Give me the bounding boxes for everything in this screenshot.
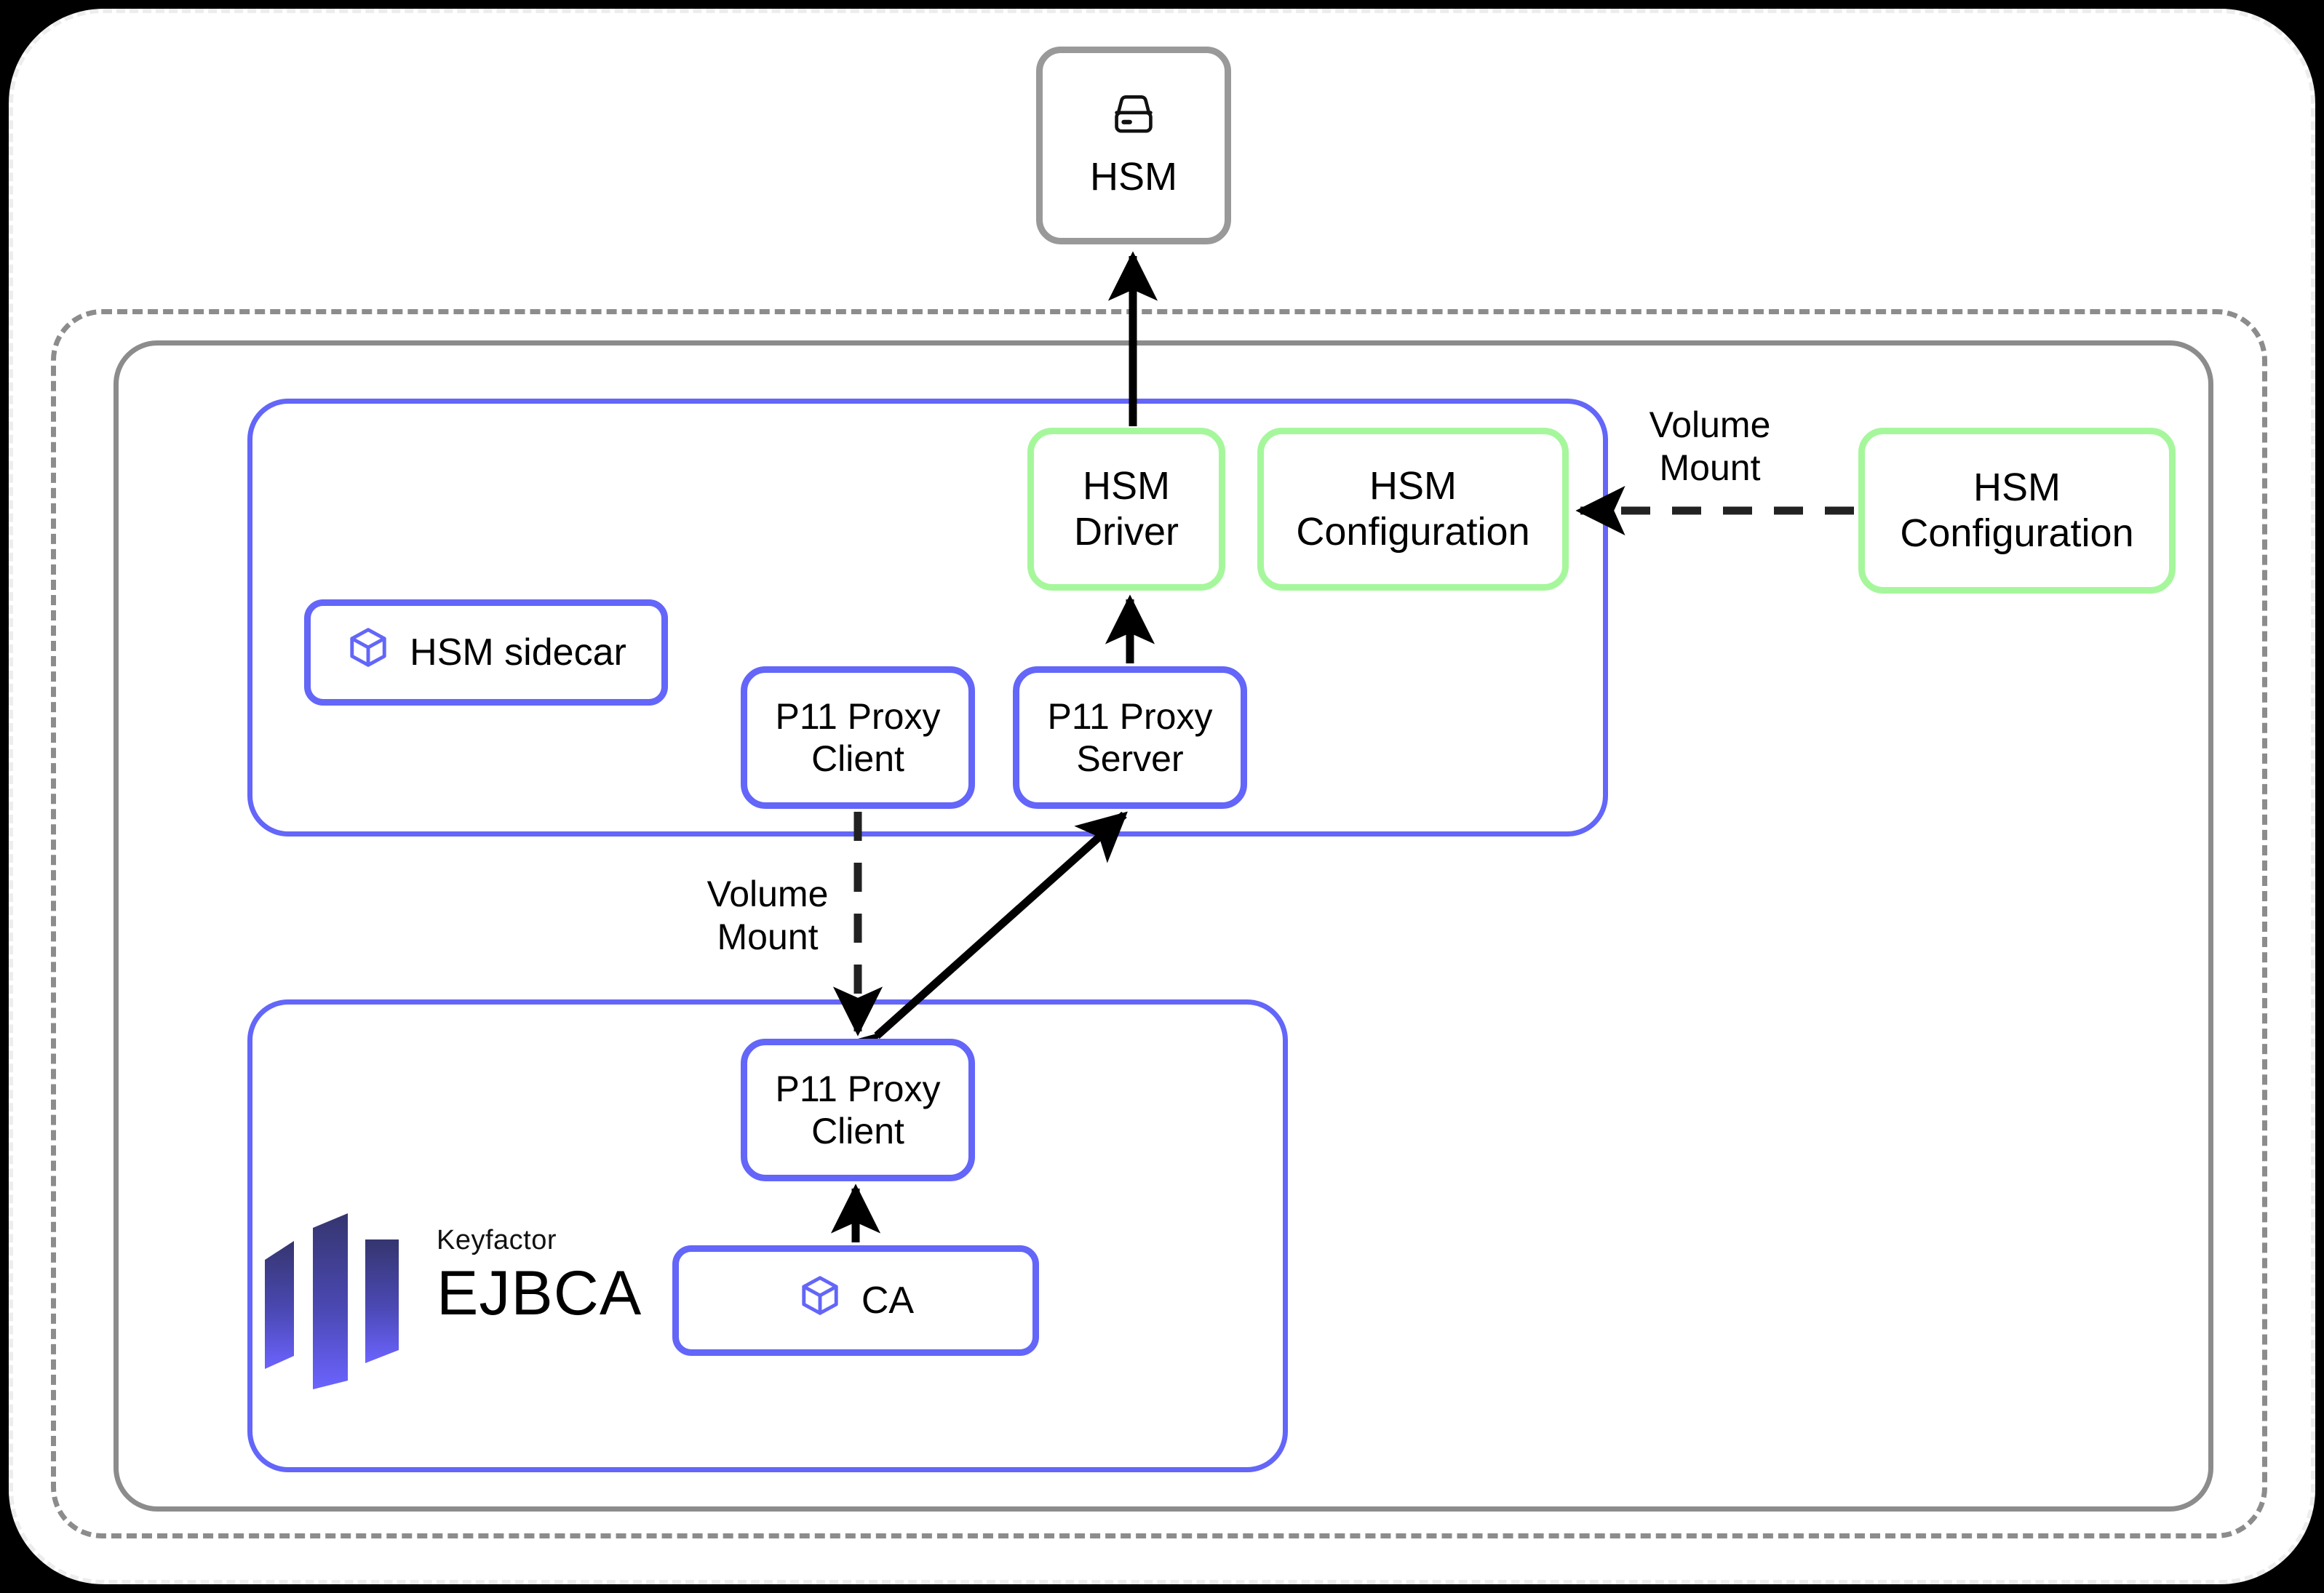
node-p11-proxy-server[interactable]: P11 Proxy Server [1013,666,1247,809]
ejbca-pod-group [247,999,1288,1472]
cube-icon [797,1273,843,1328]
cluster-dashed-boundary [51,309,2267,1538]
node-hsm-driver-label: HSM Driver [1074,464,1179,554]
ejbca-wordmark: Keyfactor EJBCA [437,1225,655,1330]
node-p11-proxy-client-top[interactable]: P11 Proxy Client [741,666,975,809]
namespace-solid-boundary [114,340,2213,1512]
hsm-hardware-icon [1107,92,1161,147]
keyfactor-ejbca-logo: Keyfactor EJBCA [256,1207,641,1397]
node-hsm-label: HSM [1090,154,1177,199]
edge-label-volume-mount-right: Volume Mount [1649,404,1771,488]
node-hsm-configuration-inner-label: HSM Configuration [1296,464,1530,554]
node-hsm-configuration-outer-label: HSM Configuration [1900,466,2134,555]
node-p11-proxy-server-label: P11 Proxy Server [1047,696,1213,779]
node-hsm-configuration-outer[interactable]: HSM Configuration [1858,428,2176,594]
edge-label-volume-mount-middle: Volume Mount [707,874,829,957]
node-hsm-configuration-inner[interactable]: HSM Configuration [1257,428,1569,591]
node-hsm[interactable]: HSM [1036,47,1231,244]
node-hsm-sidecar[interactable]: HSM sidecar [304,599,668,706]
node-hsm-driver[interactable]: HSM Driver [1027,428,1225,591]
node-ca[interactable]: CA [672,1245,1039,1356]
cube-icon [346,625,391,679]
node-ca-label: CA [861,1279,915,1322]
node-p11-proxy-client-top-label: P11 Proxy Client [775,696,941,779]
keyfactor-text: Keyfactor [437,1225,557,1255]
node-p11-proxy-client-bottom-label: P11 Proxy Client [775,1069,941,1151]
keyfactor-logo-mark [265,1213,399,1389]
ejbca-text: EJBCA [437,1258,642,1328]
node-p11-proxy-client-bottom[interactable]: P11 Proxy Client [741,1039,975,1181]
node-hsm-sidecar-label: HSM sidecar [410,631,626,674]
